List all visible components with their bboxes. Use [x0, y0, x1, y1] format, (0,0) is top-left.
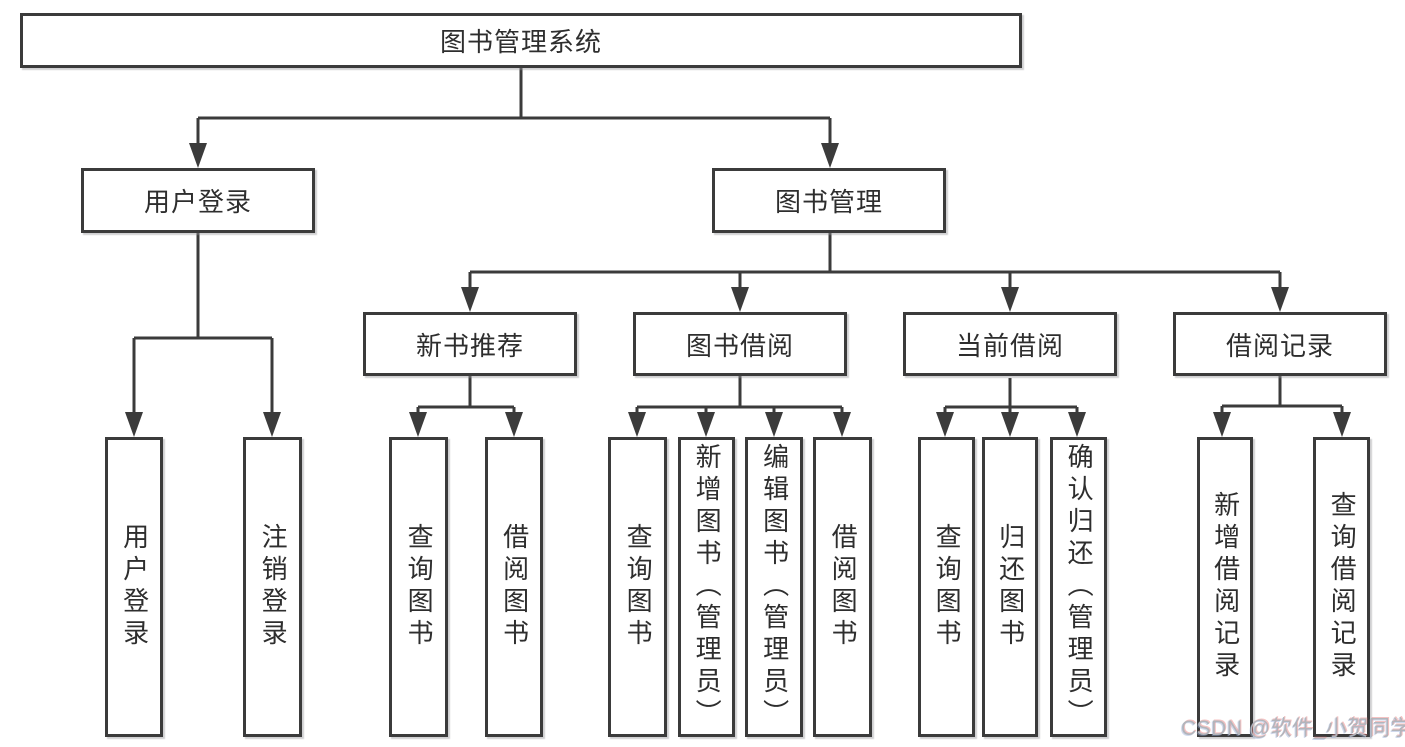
node-borrow-records: 借阅记录 [1173, 312, 1387, 376]
leaf-query-book-1: 查询图书 [389, 437, 448, 737]
node-user-login: 用户登录 [81, 168, 315, 233]
leaf-user-login: 用户登录 [105, 437, 163, 737]
leaf-borrow-book-2: 借阅图书 [813, 437, 872, 737]
leaf-query-borrow-record-label: 查询借阅记录 [1327, 491, 1358, 683]
leaf-query-book-2: 查询图书 [608, 437, 667, 737]
leaf-return-book-label: 归还图书 [995, 523, 1026, 651]
csdn-watermark: CSDN @软件_小贺同学 [1181, 717, 1405, 740]
leaf-borrow-book-2-label: 借阅图书 [828, 523, 859, 651]
leaf-user-login-label: 用户登录 [119, 523, 150, 651]
arrowhead-icon [1271, 287, 1289, 312]
node-current-borrow: 当前借阅 [903, 312, 1117, 376]
leaf-query-book-3-label: 查询图书 [932, 523, 963, 651]
node-new-book-recommend: 新书推荐 [363, 312, 577, 376]
node-current-borrow-label: 当前借阅 [955, 330, 1064, 361]
arrowhead-icon [697, 412, 715, 437]
leaf-borrow-book-1-label: 借阅图书 [499, 523, 530, 651]
leaf-query-book-1-label: 查询图书 [404, 523, 435, 651]
arrowhead-icon [765, 412, 783, 437]
node-borrow-records-label: 借阅记录 [1225, 330, 1334, 361]
node-book-borrow-label: 图书借阅 [685, 330, 794, 361]
arrowhead-icon [833, 412, 851, 437]
node-book-management-label: 图书管理 [774, 187, 883, 217]
arrowhead-icon [1333, 412, 1351, 437]
arrowhead-icon [263, 412, 281, 437]
arrowhead-icon [505, 412, 523, 437]
leaf-add-borrow-record-label: 新增借阅记录 [1210, 491, 1241, 683]
leaf-edit-book-admin-label: 编辑图书（管理员） [759, 443, 790, 731]
arrowhead-icon [125, 412, 143, 437]
leaf-query-book-2-label: 查询图书 [623, 523, 654, 651]
arrowhead-icon [1213, 412, 1231, 437]
arrowhead-icon [1068, 412, 1086, 437]
arrowhead-icon [821, 143, 839, 168]
arrowhead-icon [409, 412, 427, 437]
node-book-borrow: 图书借阅 [633, 312, 847, 376]
leaf-borrow-book-1: 借阅图书 [485, 437, 543, 737]
arrowhead-icon [461, 287, 479, 312]
leaf-logout-label: 注销登录 [258, 523, 289, 651]
leaf-query-book-3: 查询图书 [918, 437, 975, 737]
node-new-book-recommend-label: 新书推荐 [415, 330, 524, 361]
leaf-query-borrow-record: 查询借阅记录 [1313, 437, 1370, 737]
node-root-label: 图书管理系统 [439, 27, 602, 57]
leaf-add-borrow-record: 新增借阅记录 [1197, 437, 1253, 737]
arrowhead-icon [936, 412, 954, 437]
arrowhead-icon [731, 287, 749, 312]
arrowhead-icon [1001, 412, 1019, 437]
leaf-logout: 注销登录 [243, 437, 302, 737]
arrowhead-icon [628, 412, 646, 437]
leaf-edit-book-admin: 编辑图书（管理员） [745, 437, 803, 737]
arrowhead-icon [189, 143, 207, 168]
node-root: 图书管理系统 [20, 13, 1022, 68]
node-user-login-label: 用户登录 [143, 187, 252, 217]
leaf-confirm-return-admin-label: 确认归还（管理员） [1064, 443, 1095, 731]
node-book-management: 图书管理 [712, 168, 946, 233]
leaf-return-book: 归还图书 [982, 437, 1038, 737]
leaf-add-book-admin: 新增图书（管理员） [678, 437, 735, 737]
leaf-confirm-return-admin: 确认归还（管理员） [1050, 437, 1107, 737]
arrowhead-icon [1001, 287, 1019, 312]
leaf-add-book-admin-label: 新增图书（管理员） [692, 443, 723, 731]
